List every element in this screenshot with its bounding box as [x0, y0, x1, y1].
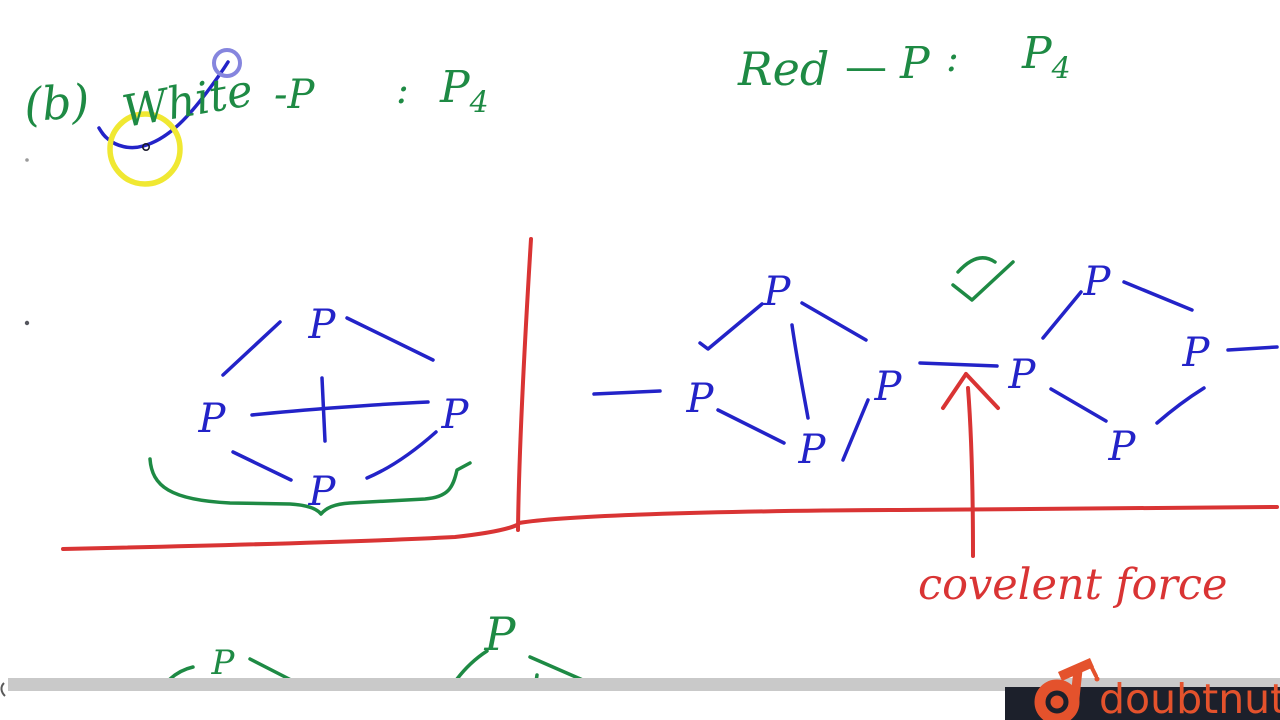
- bond-line: [1049, 387, 1108, 423]
- divider-line: [517, 505, 1279, 525]
- arrow-head: [964, 372, 1000, 410]
- atom-label: P: [484, 607, 517, 661]
- atom-label: P: [874, 364, 903, 410]
- doubtnut-logo-icon: [1034, 658, 1100, 720]
- bond-line: [365, 430, 438, 480]
- arrow-shaft: [966, 386, 975, 558]
- atom-label: P: [441, 392, 470, 438]
- bond-line: [168, 665, 195, 681]
- bond-line: [918, 361, 999, 368]
- red-ink-strokes: [61, 237, 1279, 558]
- arrow-head: [941, 372, 968, 410]
- green-ink-strokes: [148, 256, 1015, 691]
- red-p-symbol: P: [900, 38, 930, 89]
- atom-label: P: [211, 643, 236, 683]
- bond-line: [221, 320, 282, 377]
- atom-label: P: [1083, 259, 1112, 305]
- white-p-formula: P4: [440, 62, 489, 120]
- checkmark-icon: [951, 260, 1015, 302]
- divider-line: [516, 237, 533, 532]
- bond-line: [1226, 345, 1279, 352]
- formula-subscript: 4: [1051, 51, 1071, 87]
- bond-line: [1122, 280, 1194, 312]
- formula-p: P: [440, 62, 470, 113]
- red-p-colon: :: [946, 36, 959, 80]
- red-p-dash: —: [845, 42, 887, 91]
- atom-label: P: [1008, 352, 1037, 398]
- atom-label: P: [198, 396, 227, 442]
- bond-line: [1041, 290, 1083, 340]
- video-progress-bar[interactable]: [8, 678, 1280, 691]
- atom-label: P: [1182, 330, 1211, 376]
- atom-label: P: [308, 302, 337, 348]
- cursor-dot-icon: [142, 143, 151, 152]
- highlight-marks: [107, 48, 242, 187]
- atom-label: P: [763, 269, 792, 315]
- bond-line: [800, 301, 868, 342]
- bond-line: [248, 657, 295, 683]
- atom-label: P: [1108, 424, 1137, 470]
- brand-wordmark: doubtnut: [1099, 675, 1280, 720]
- bond-line: [1155, 386, 1206, 425]
- yellow-highlight-circle: [107, 111, 183, 187]
- bond-line: [592, 389, 662, 396]
- bond-line: [790, 323, 810, 420]
- item-label: (b): [22, 73, 92, 133]
- bond-line: [698, 302, 764, 351]
- white-p-colon: :: [396, 68, 409, 112]
- red-p-formula: P4: [1022, 28, 1071, 86]
- bond-line: [528, 655, 587, 683]
- cursor-ring-icon: [212, 48, 242, 78]
- atom-label: P: [686, 376, 715, 422]
- bond-line: [320, 376, 327, 443]
- covalent-force-label: covelent force: [918, 560, 1228, 610]
- atom-label: P: [798, 427, 827, 473]
- bond-line: [250, 400, 430, 417]
- formula-p: P: [1022, 28, 1052, 79]
- blue-atom-labels: P P P P P P P P P P P P: [198, 259, 1211, 515]
- bond-line: [455, 649, 489, 681]
- green-atom-labels: P P: [211, 607, 517, 683]
- ink-specks: [0, 158, 30, 697]
- divider-line: [61, 523, 519, 551]
- bond-line: [716, 408, 786, 445]
- blue-ink-strokes: [97, 60, 1279, 482]
- checkmark-icon: [956, 256, 997, 274]
- bond-line: [345, 316, 435, 362]
- white-p-bond: -P: [274, 72, 315, 118]
- curly-brace: [148, 457, 472, 516]
- bond-line: [231, 450, 293, 482]
- red-p-name: Red: [738, 42, 830, 96]
- formula-subscript: 4: [469, 85, 489, 121]
- bond-line: [841, 398, 870, 462]
